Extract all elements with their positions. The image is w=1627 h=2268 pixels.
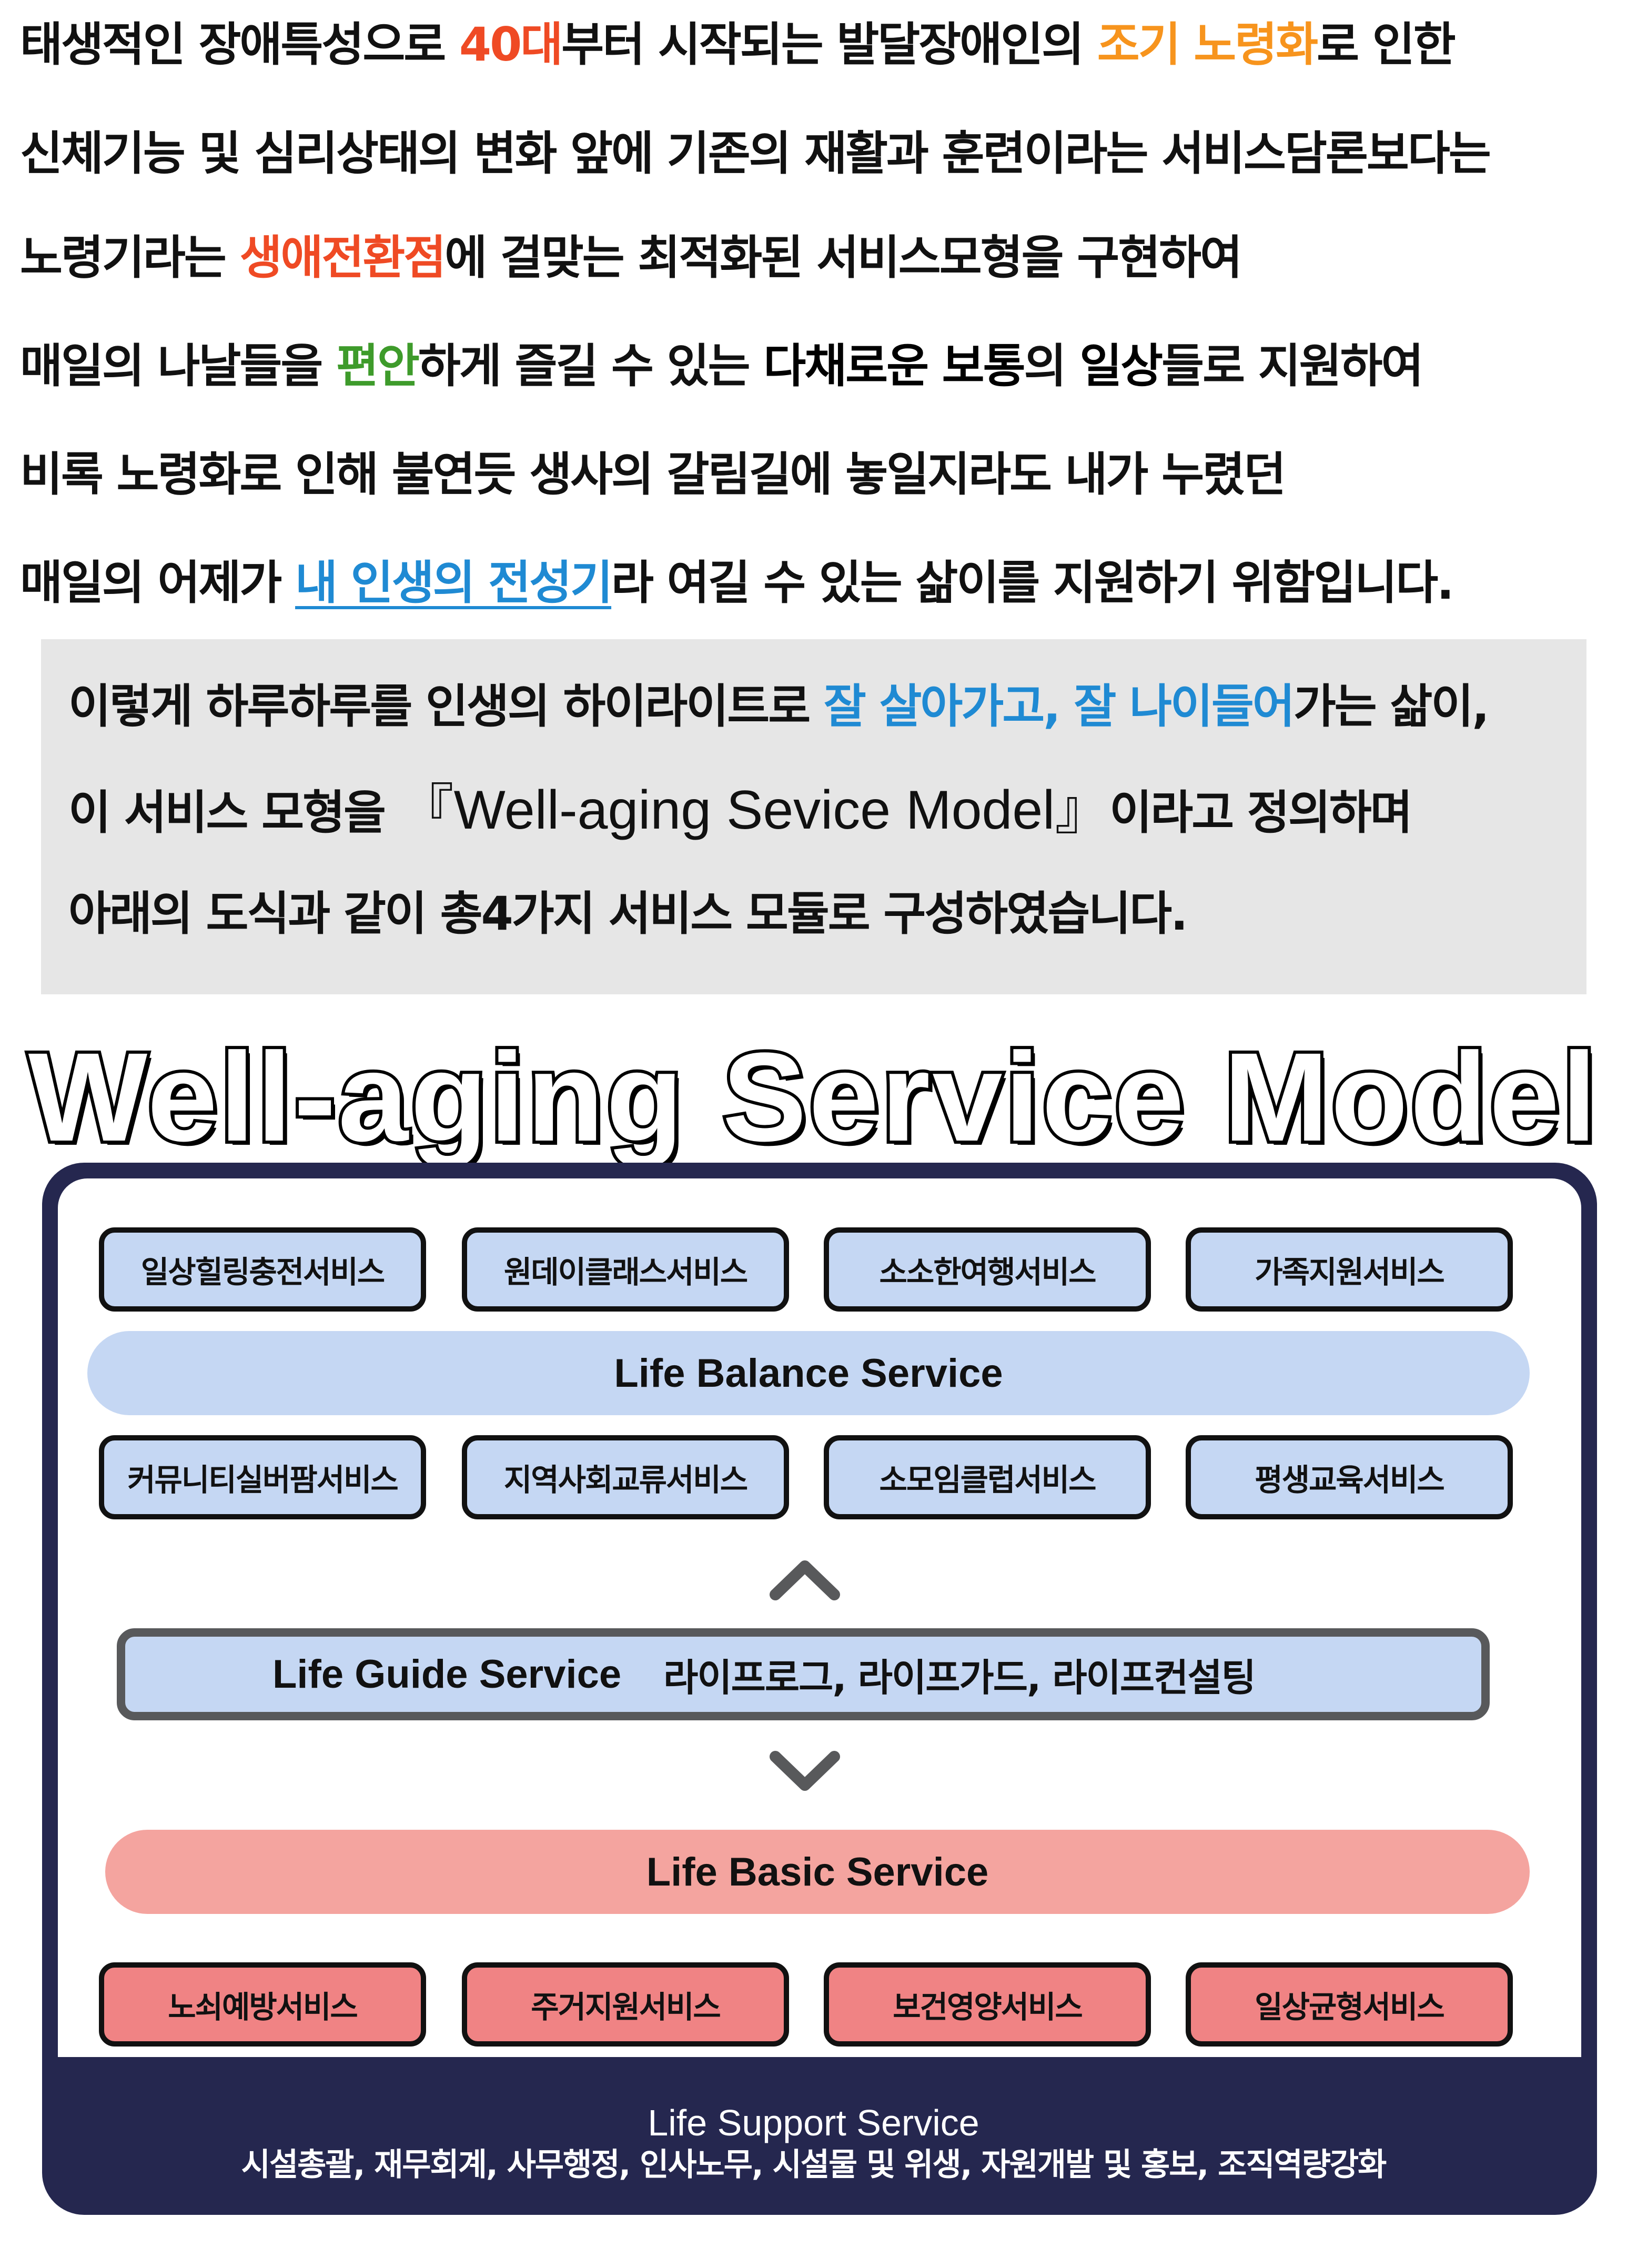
chevron-up-icon — [770, 1560, 840, 1600]
life-support-service-desc: 시설총괄, 재무회계, 사무행정, 인사노무, 시설물 및 위생, 자원개발 및… — [241, 2146, 1387, 2183]
service-box-health-nutrition: 보건영양서비스 — [824, 1962, 1151, 2047]
service-box-local-exchange: 지역사회교류서비스 — [462, 1435, 789, 1519]
definition-text: 이렇게 하루하루를 인생의 하이라이트로 — [68, 679, 824, 733]
service-box-oneday-class: 원데이클래스서비스 — [462, 1227, 789, 1312]
intro-text: 매일의 어제가 — [20, 556, 296, 610]
service-box-daily-balance: 일상균형서비스 — [1186, 1962, 1513, 2047]
model-title: Well-aging Service Model — [25, 1025, 1600, 1168]
service-box-daily-healing: 일상힐링충전서비스 — [99, 1227, 426, 1312]
intro-text: 하게 즐길 수 있는 — [418, 339, 764, 393]
highlight-life-transition: 생애전환점 — [239, 230, 446, 285]
intro-line-4: 매일의 나날들을 편안하게 즐길 수 있는 다채로운 보통의 일상들로 지원하여 — [20, 329, 1424, 403]
definition-text: 이 서비스 모형을 — [68, 785, 399, 840]
definition-line-1: 이렇게 하루하루를 인생의 하이라이트로 잘 살아가고, 잘 나이들어가는 삶이… — [68, 667, 1490, 746]
highlight-daily-life: 일상 — [1079, 339, 1163, 393]
highlight-early-aging: 조기 노령화 — [1097, 17, 1318, 72]
life-guide-service-label: Life Guide Service — [272, 1652, 622, 1697]
highlight-comfort: 편안 — [336, 339, 420, 393]
definition-box: 이렇게 하루하루를 인생의 하이라이트로 잘 살아가고, 잘 나이들어가는 삶이… — [41, 639, 1586, 994]
intro-line-5: 비록 노령화로 인해 불연듯 생사의 갈림길에 놓일지라도 내가 누렸던 — [20, 447, 1286, 501]
life-guide-service-box: Life Guide Service 라이프로그, 라이프가드, 라이프컨설팅 — [117, 1628, 1490, 1720]
intro-text: 라 여길 수 있는 삶이를 지원하기 위함입니다. — [611, 556, 1454, 610]
highlight-diverse-ordinary: 다채로운 보통 — [763, 339, 1025, 393]
intro-line-1: 태생적인 장애특성으로 40대부터 시작되는 발달장애인의 조기 노령화로 인한 — [20, 8, 1456, 82]
chevron-down-icon — [770, 1751, 840, 1791]
life-basic-service-label: Life Basic Service — [105, 1830, 1530, 1914]
intro-text: 노령기라는 — [20, 230, 240, 285]
service-box-frailty-prevention: 노쇠예방서비스 — [99, 1962, 426, 2047]
service-box-community-silver-farm: 커뮤니티실버팜서비스 — [99, 1435, 426, 1519]
intro-text: 태생적인 장애특성으로 — [20, 17, 459, 72]
service-box-family-support: 가족지원서비스 — [1186, 1227, 1513, 1312]
life-balance-service-label: Life Balance Service — [87, 1331, 1530, 1415]
intro-text: 부터 시작되는 발달장애인의 — [561, 17, 1097, 72]
service-box-small-trip: 소소한여행서비스 — [824, 1227, 1151, 1312]
highlight-live-well-age-well: 잘 살아가고, 잘 나이들어 — [823, 679, 1295, 733]
intro-text: 의 — [1024, 339, 1080, 393]
service-box-small-club: 소모임클럽서비스 — [824, 1435, 1151, 1519]
definition-line-3: 아래의 도식과 같이 총4가지 서비스 모듈로 구성하였습니다. — [68, 886, 1188, 941]
intro-text: 로 인한 — [1317, 17, 1456, 72]
intro-line-3: 노령기라는 생애전환점에 걸맞는 최적화된 서비스모형을 구현하여 — [20, 221, 1242, 295]
definition-line-2: 이 서비스 모형을 『Well-aging Sevice Model』이라고 정… — [68, 771, 1413, 850]
intro-line-6: 매일의 어제가 내 인생의 전성기라 여길 수 있는 삶이를 지원하기 위함입니… — [20, 546, 1454, 620]
service-box-housing-support: 주거지원서비스 — [462, 1962, 789, 2047]
highlight-age: 40대 — [459, 17, 563, 72]
intro-text: 에 걸맞는 최적화된 서비스모형을 구현하여 — [444, 230, 1242, 285]
definition-text: 가는 삶이, — [1293, 679, 1490, 733]
intro-text: 매일의 나날들을 — [20, 339, 336, 393]
intro-line-2: 신체기능 및 심리상태의 변화 앞에 기존의 재활과 훈련이라는 서비스담론보다… — [20, 126, 1491, 180]
life-guide-service-desc: 라이프로그, 라이프가드, 라이프컨설팅 — [663, 1656, 1256, 1700]
definition-text: 이라고 정의하며 — [1109, 785, 1412, 840]
model-name-inline: 『Well-aging Sevice Model』 — [399, 780, 1110, 841]
service-box-lifelong-education: 평생교육서비스 — [1186, 1435, 1513, 1519]
intro-text: 들로 지원하여 — [1161, 339, 1423, 393]
life-support-service-label: Life Support Service — [648, 2102, 979, 2143]
highlight-prime-of-life: 내 인생의 전성기 — [295, 556, 613, 610]
